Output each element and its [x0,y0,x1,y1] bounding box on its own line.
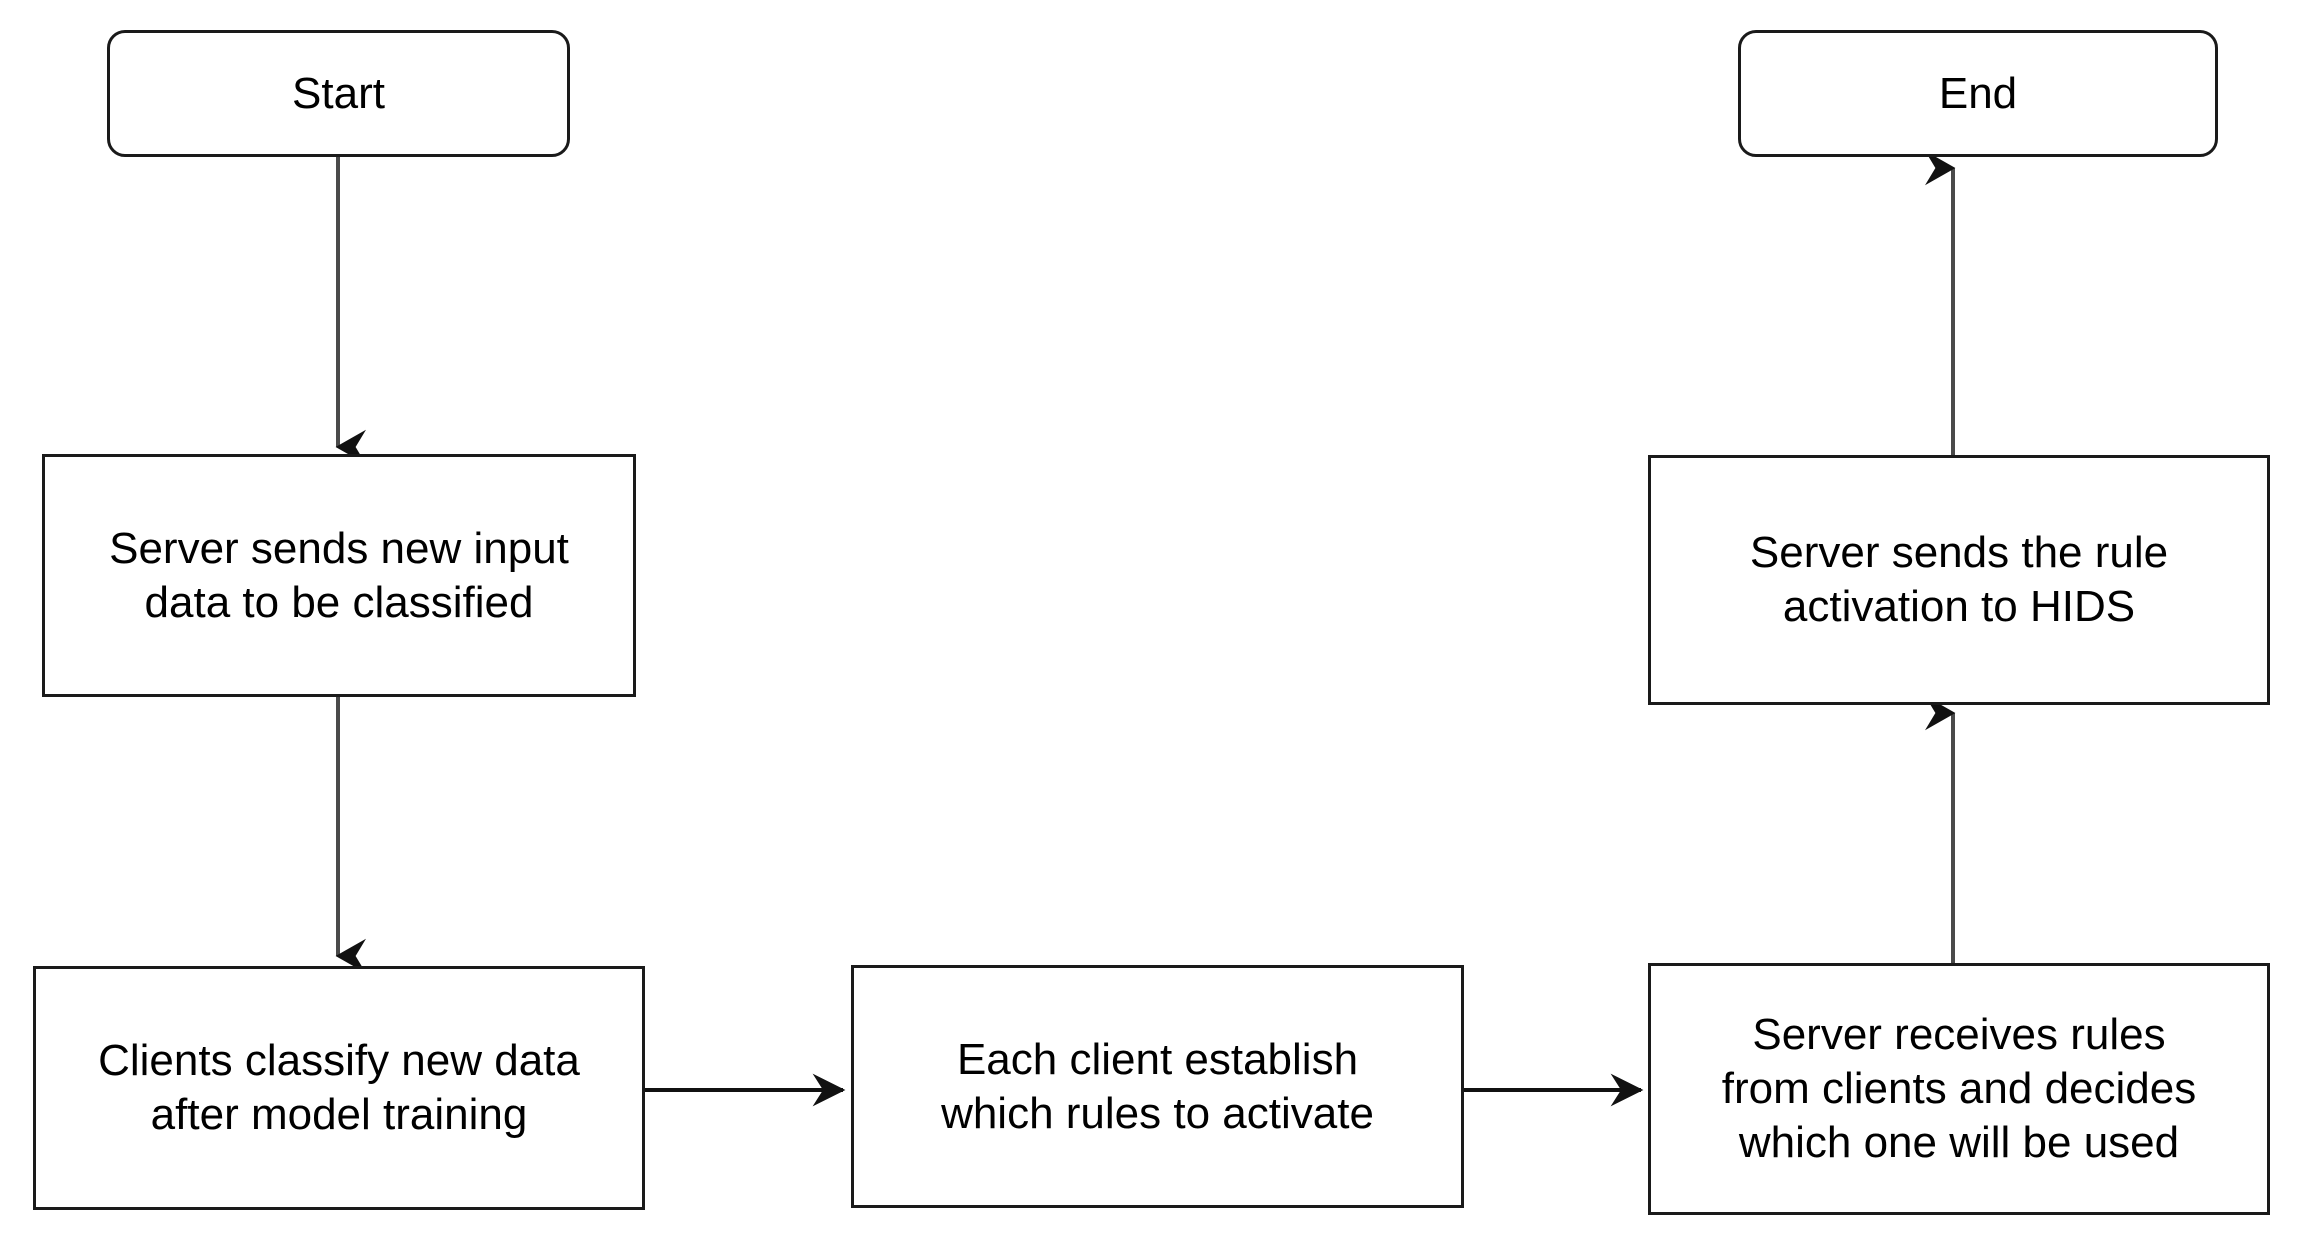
node-server-receives-rules[interactable]: Server receives rules from clients and d… [1648,963,2270,1215]
node-server-sends-input-label: Server sends new input data to be classi… [109,523,569,627]
node-each-client-establish[interactable]: Each client establish which rules to act… [851,965,1464,1208]
node-end-label: End [1938,68,2018,118]
node-end[interactable]: End [1738,30,2218,157]
node-clients-classify[interactable]: Clients classify new data after model tr… [33,966,645,1210]
node-clients-classify-label: Clients classify new data after model tr… [98,1036,580,1139]
node-server-sends-rule-label: Server sends the rule activation to HIDS [1749,528,2169,631]
node-start[interactable]: Start [107,30,570,157]
node-server-receives-rules-label: Server receives rules from clients and d… [1721,1010,2197,1167]
node-server-sends-input[interactable]: Server sends new input data to be classi… [42,454,636,697]
node-start-label: Start [292,68,385,118]
node-server-sends-rule[interactable]: Server sends the rule activation to HIDS [1648,455,2270,705]
node-each-client-establish-label: Each client establish which rules to act… [941,1034,1374,1138]
